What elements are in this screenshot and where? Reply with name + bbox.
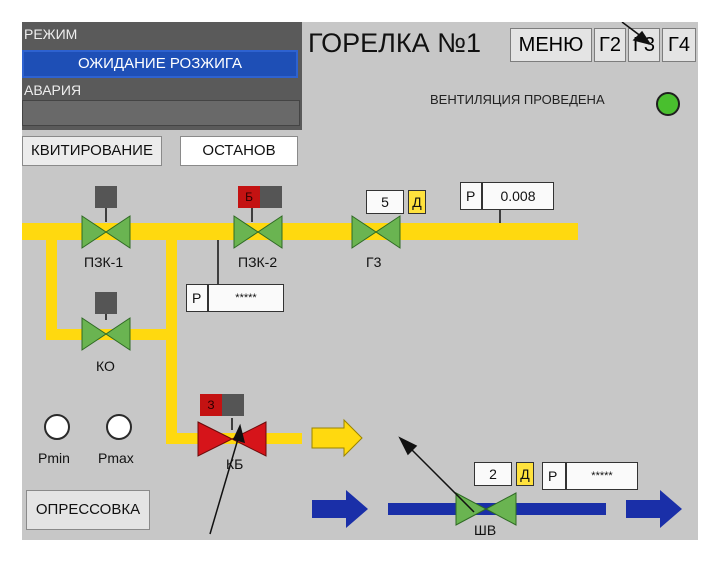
kb-flag-indicator: З xyxy=(200,394,222,416)
alarm-value xyxy=(22,100,300,126)
pzk2-flag-indicator: Б xyxy=(238,186,260,208)
gas-main-pipe xyxy=(22,223,578,240)
valve-kb xyxy=(197,421,267,457)
pzk2-state-indicator xyxy=(260,186,282,208)
acknowledge-button[interactable]: КВИТИРОВАНИЕ xyxy=(22,136,162,166)
pmin-label: Pmin xyxy=(38,450,70,466)
valve-pzk2 xyxy=(233,215,283,249)
status-panel: РЕЖИМ ОЖИДАНИЕ РОЗЖИГА АВАРИЯ xyxy=(22,22,302,130)
valve-ko xyxy=(81,317,131,351)
pressure-test-button[interactable]: ОПРЕССОВКА xyxy=(26,490,150,530)
ko-state-indicator xyxy=(95,292,117,314)
scada-screen: РЕЖИМ ОЖИДАНИЕ РОЗЖИГА АВАРИЯ КВИТИРОВАН… xyxy=(22,22,698,540)
air-pressure-p-label: Р xyxy=(542,462,566,490)
page-title: ГОРЕЛКА №1 xyxy=(308,28,482,58)
mode-label: РЕЖИМ xyxy=(24,26,78,42)
valve-shv xyxy=(455,492,517,526)
pmin-lamp xyxy=(44,414,70,440)
pzk1-label: ПЗК-1 xyxy=(84,254,124,270)
gas-left-riser xyxy=(46,240,57,340)
gas-flow-arrow xyxy=(311,418,363,458)
g3-label: Г3 xyxy=(366,254,382,270)
air-inflow-arrow xyxy=(312,490,368,528)
ventilation-lamp xyxy=(656,92,680,116)
shv-d-badge: Д xyxy=(516,462,534,486)
pzk1-state-indicator xyxy=(95,186,117,208)
pzk2-pressure-p-label: Р xyxy=(186,284,208,312)
pzk2-pressure-value: ***** xyxy=(208,284,284,312)
valve-pzk1 xyxy=(81,215,131,249)
shv-label: ШВ xyxy=(474,522,497,538)
air-outflow-arrow xyxy=(626,490,682,528)
kb-label: КБ xyxy=(226,456,244,472)
pmax-lamp xyxy=(106,414,132,440)
kb-state-indicator xyxy=(222,394,244,416)
stop-button[interactable]: ОСТАНОВ xyxy=(180,136,298,166)
gas-pressure-value: 0.008 xyxy=(482,182,554,210)
air-pressure-value: ***** xyxy=(566,462,638,490)
gas-right-riser xyxy=(166,240,177,444)
gas-pressure-p-label: Р xyxy=(460,182,482,210)
pzk2-label: ПЗК-2 xyxy=(238,254,278,270)
mode-value: ОЖИДАНИЕ РОЗЖИГА xyxy=(22,50,298,78)
ventilation-label: ВЕНТИЛЯЦИЯ ПРОВЕДЕНА xyxy=(430,92,605,107)
pipeline-diagram xyxy=(22,22,682,535)
menu-button[interactable]: МЕНЮ xyxy=(510,28,592,62)
ko-label: КО xyxy=(96,358,115,374)
alarm-label: АВАРИЯ xyxy=(24,82,82,98)
burner-2-button[interactable]: Г2 xyxy=(594,28,626,62)
pmax-label: Pmax xyxy=(98,450,134,466)
g3-position-value: 5 xyxy=(366,190,404,214)
shv-position-value: 2 xyxy=(474,462,512,486)
g3-d-badge: Д xyxy=(408,190,426,214)
burner-4-button[interactable]: Г4 xyxy=(662,28,696,62)
valve-g3 xyxy=(351,215,401,249)
